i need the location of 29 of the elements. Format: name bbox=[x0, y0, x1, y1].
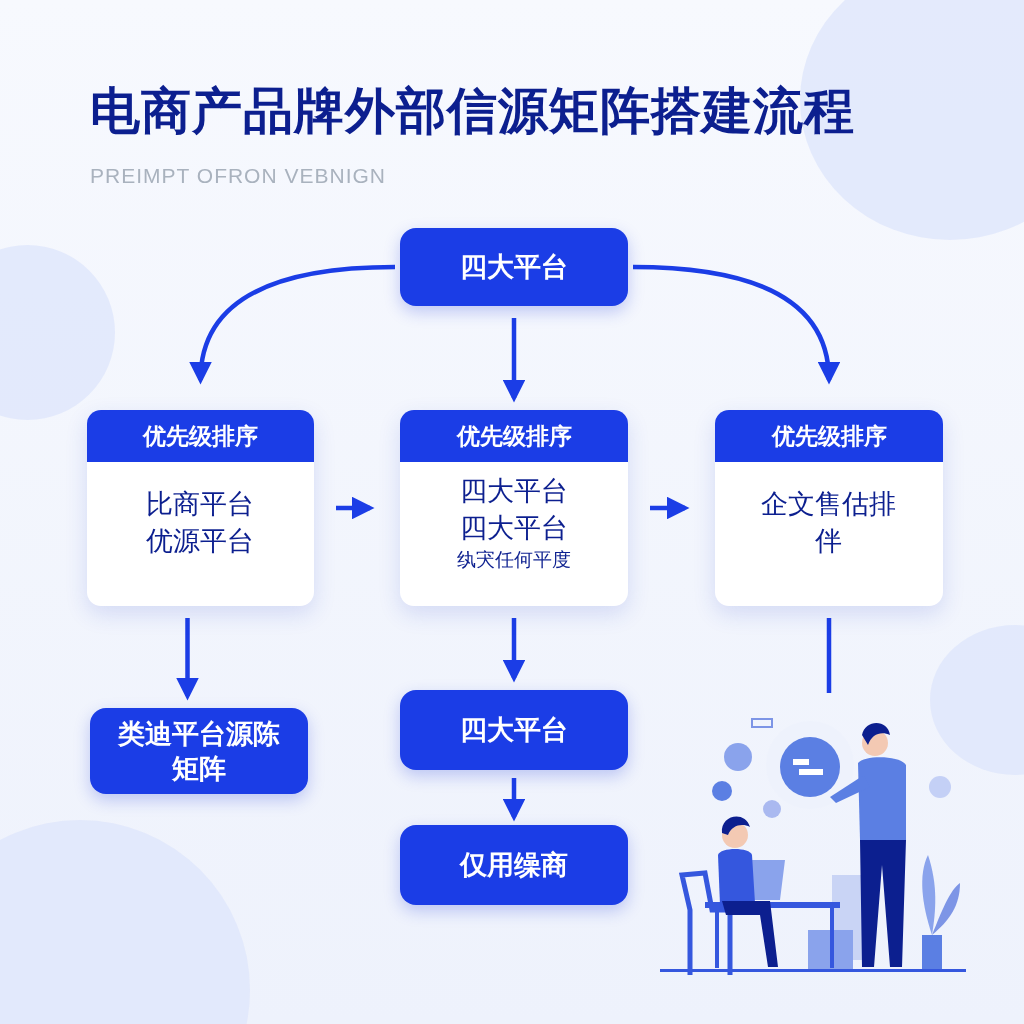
box-label: 类迪平台源陈矩阵 bbox=[117, 716, 281, 786]
arrow bbox=[176, 618, 199, 701]
card-heading: 优先级排序 bbox=[715, 410, 943, 462]
arrow bbox=[502, 618, 526, 683]
step-card bbox=[715, 410, 943, 606]
box-label: 仅用缲商 bbox=[460, 848, 568, 883]
arrow bbox=[632, 264, 839, 385]
process-box bbox=[400, 228, 628, 306]
box-label: 四大平台 bbox=[460, 713, 568, 748]
card-text: 比商平台优源平台 bbox=[145, 486, 256, 558]
step-card bbox=[87, 410, 314, 606]
card-text: 企文售估排伴 bbox=[760, 486, 898, 558]
arrow bbox=[502, 778, 526, 822]
arrow bbox=[190, 264, 396, 385]
diagram-title: 电商产品牌外部信源矩阵搭建流程 bbox=[90, 81, 855, 142]
process-box bbox=[400, 690, 628, 770]
card-heading: 优先级排序 bbox=[87, 410, 314, 462]
card-text: 纨宊任何平度 bbox=[457, 547, 571, 573]
step-card bbox=[400, 410, 628, 606]
arrow bbox=[336, 496, 375, 520]
card-text: 四大平台 bbox=[460, 510, 568, 545]
card-text: 四大平台 bbox=[460, 473, 568, 508]
card-heading: 优先级排序 bbox=[400, 410, 628, 462]
box-label: 四大平台 bbox=[460, 250, 568, 285]
process-box bbox=[90, 708, 308, 794]
arrow bbox=[650, 496, 690, 520]
process-box bbox=[400, 825, 628, 905]
arrow bbox=[502, 318, 526, 403]
subtitle: PREIMPT OFRON VEBNIGN bbox=[90, 164, 386, 188]
